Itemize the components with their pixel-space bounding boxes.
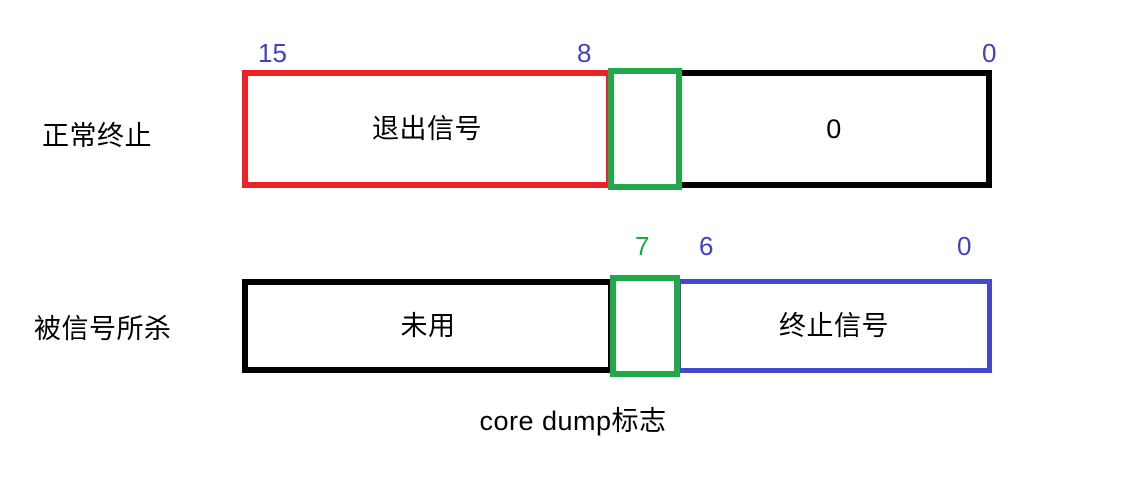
field-zero-label: 0 — [826, 113, 842, 144]
field-unused: 未用 — [242, 279, 614, 373]
row-label-normal-termination: 正常终止 — [42, 121, 152, 151]
field-termination-signal: 终止信号 — [676, 279, 992, 373]
field-exit-signal-label: 退出信号 — [372, 113, 482, 144]
row-label-killed-by-signal: 被信号所杀 — [34, 314, 172, 344]
field-zero: 0 — [676, 70, 992, 188]
bit-tick-8: 8 — [577, 38, 592, 68]
diagram-caption: core dump标志 — [479, 406, 667, 436]
bit-tick-6: 6 — [699, 231, 714, 261]
field-termination-signal-label: 终止信号 — [779, 310, 889, 341]
field-core-dump-flag-row2 — [610, 275, 680, 377]
bit-tick-0-row2: 0 — [957, 231, 972, 261]
bit-tick-15: 15 — [258, 38, 287, 68]
field-unused-label: 未用 — [400, 310, 456, 341]
field-core-dump-flag-row1 — [608, 68, 682, 190]
bit-tick-0-row1: 0 — [982, 38, 997, 68]
field-exit-signal: 退出信号 — [242, 70, 612, 188]
bit-tick-7: 7 — [635, 231, 650, 261]
